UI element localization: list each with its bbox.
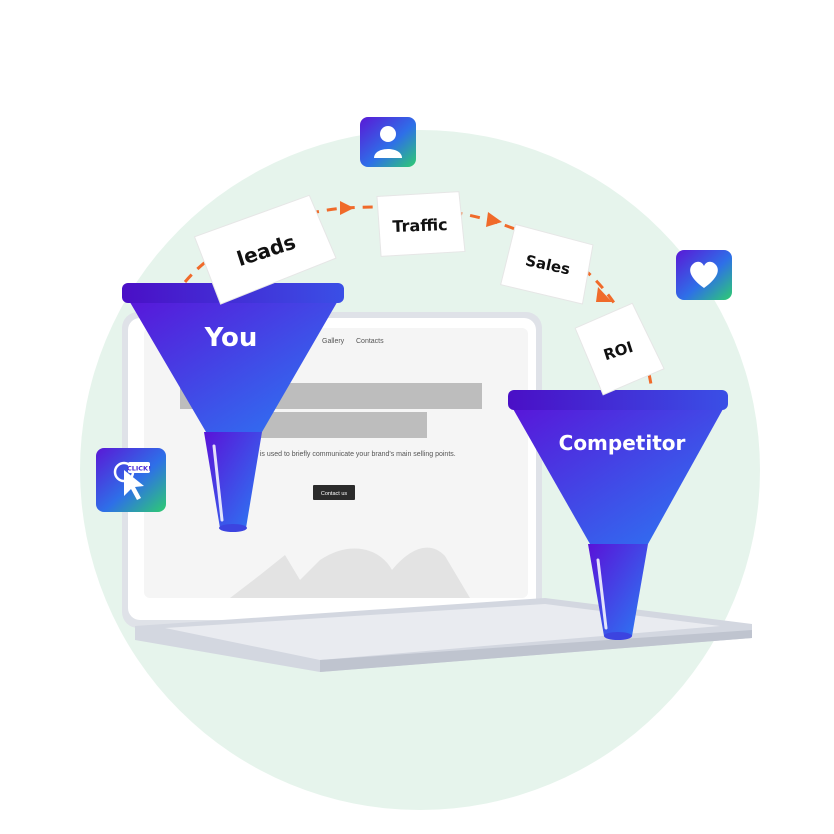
user-icon: [360, 117, 416, 167]
click-cursor-icon: CLICK!: [96, 448, 166, 512]
flow-arrow-2: [486, 212, 502, 227]
click-badge-label: CLICK!: [127, 465, 151, 473]
funnel-you-label: You: [204, 323, 258, 353]
site-tagline: e is used to briefly communicate your br…: [254, 451, 456, 458]
funnel-competitor-label: Competitor: [559, 431, 686, 455]
flow-card-leads: leads: [193, 194, 337, 305]
site-contact-button[interactable]: [313, 485, 355, 500]
site-hero-shapes: [230, 547, 470, 598]
site-nav-gallery[interactable]: Gallery: [322, 338, 345, 345]
flow-card-traffic: Traffic: [376, 191, 466, 257]
funnel-competitor: Competitor: [508, 390, 728, 640]
site-nav-contacts[interactable]: Contacts: [356, 338, 384, 345]
flow-card-sales: Sales: [500, 223, 594, 305]
flow-card-roi: ROI: [574, 302, 665, 396]
site-contact-button-label: Contact us: [321, 491, 348, 497]
heart-icon: [676, 250, 732, 300]
flow-card-traffic-label: Traffic: [392, 215, 448, 236]
flow-arrow-1: [340, 201, 354, 215]
flow-arrow-3: [596, 287, 612, 302]
